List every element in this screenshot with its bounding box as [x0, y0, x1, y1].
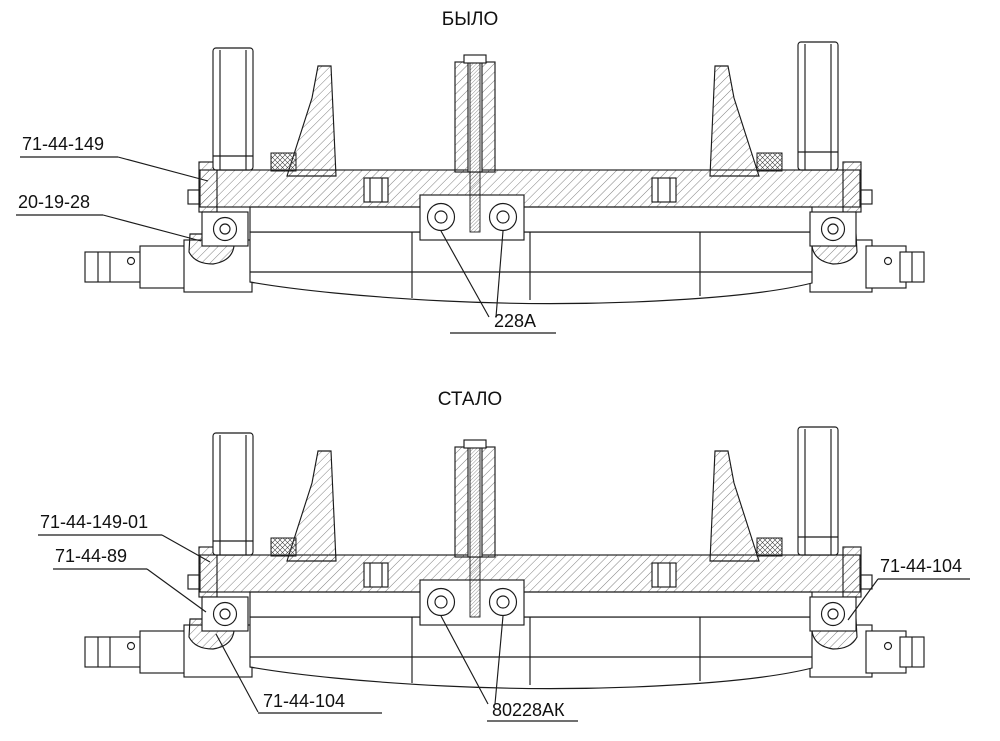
after-title: СТАЛО — [438, 389, 502, 410]
label-before-clamp: 20-19-28 — [16, 192, 202, 242]
label-text: 71-44-104 — [263, 691, 345, 711]
label-text: 71-44-149-01 — [40, 512, 148, 532]
leader-line — [161, 534, 211, 563]
leader-line — [847, 578, 879, 621]
label-before-bearing: 228А — [440, 230, 556, 334]
after-annotations: СТАЛО 71-44-149-01 71-44-89 71-44-104 71… — [38, 389, 970, 722]
leader-line — [215, 633, 259, 713]
label-text: 71-44-104 — [880, 556, 962, 576]
leader-line — [440, 230, 490, 318]
leader-line — [146, 568, 207, 613]
leader-line — [494, 615, 504, 705]
leader-line — [495, 230, 504, 318]
leader-line — [102, 214, 202, 242]
label-after-clamp-left: 71-44-89 — [53, 546, 207, 613]
label-before-beam: 71-44-149 — [20, 134, 209, 182]
label-after-beam: 71-44-149-01 — [38, 512, 211, 563]
label-after-clamp-right: 71-44-104 — [847, 556, 970, 621]
before-annotations: БЫЛО 71-44-149 20-19-28 228А — [16, 9, 556, 334]
leader-line — [440, 615, 489, 705]
machine-drawing-after — [84, 426, 925, 690]
label-after-axle: 71-44-104 — [215, 633, 382, 714]
label-text: 20-19-28 — [18, 192, 90, 212]
before-title: БЫЛО — [442, 9, 499, 30]
label-text: 80228АК — [492, 700, 565, 720]
label-text: 71-44-89 — [55, 546, 127, 566]
leader-line — [117, 156, 209, 182]
label-after-bearing: 80228АК — [440, 615, 578, 722]
machine-drawing-before — [84, 41, 925, 305]
label-text: 71-44-149 — [22, 134, 104, 154]
label-text: 228А — [494, 311, 536, 331]
